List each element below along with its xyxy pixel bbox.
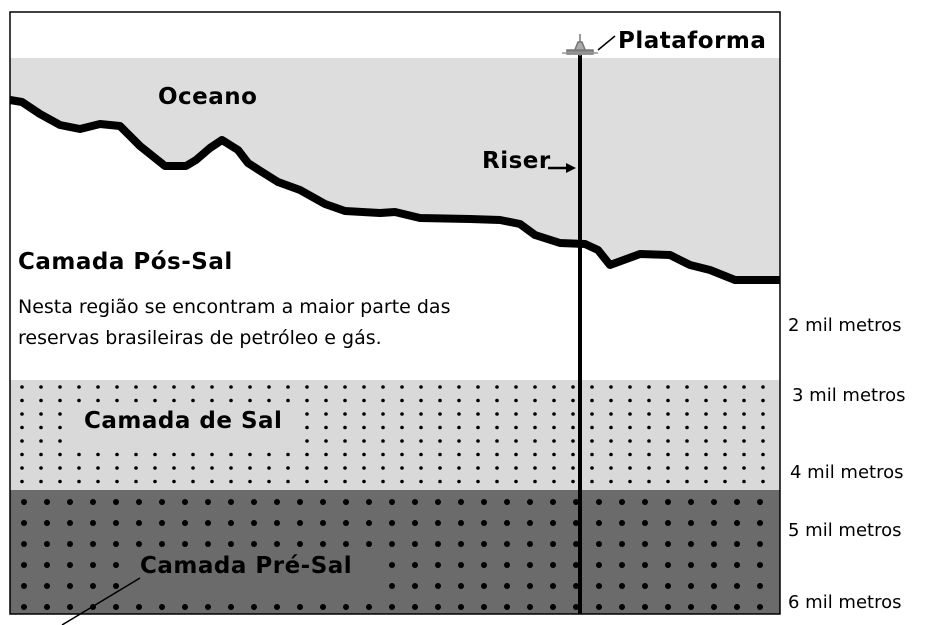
frame-border [9,11,781,615]
oil-platform-icon [562,34,598,56]
salt-layer-dots [20,385,765,484]
salt-layer-area [10,380,780,490]
platform-label: Plataforma [618,28,767,54]
depth-marker-3000: 3 mil metros [792,385,906,406]
riser-label: Riser [482,148,551,174]
depth-marker-6000: 6 mil metros [788,592,902,613]
depth-marker-5000: 5 mil metros [788,520,902,541]
ocean-area [10,58,780,280]
salt-layer-label: Camada de Sal [84,408,283,434]
pre-salt-pointer [61,577,141,625]
post-salt-description-line1: Nesta região se encontram a maior parte … [18,296,451,318]
seafloor-line [9,96,780,284]
post-salt-description-line2: reservas brasileiras de petróleo e gás. [18,327,382,349]
arrow-right-icon [548,163,576,173]
depth-marker-2000: 2 mil metros [788,315,902,336]
pre-salt-layer-dots [21,499,763,610]
post-salt-title: Camada Pós-Sal [18,249,233,275]
depth-marker-4000: 4 mil metros [790,462,904,483]
ocean-label: Oceano [158,84,258,110]
pre-salt-label: Camada Pré-Sal [140,553,353,579]
platform-pointer [597,35,616,51]
pre-salt-layer-area [10,490,780,614]
